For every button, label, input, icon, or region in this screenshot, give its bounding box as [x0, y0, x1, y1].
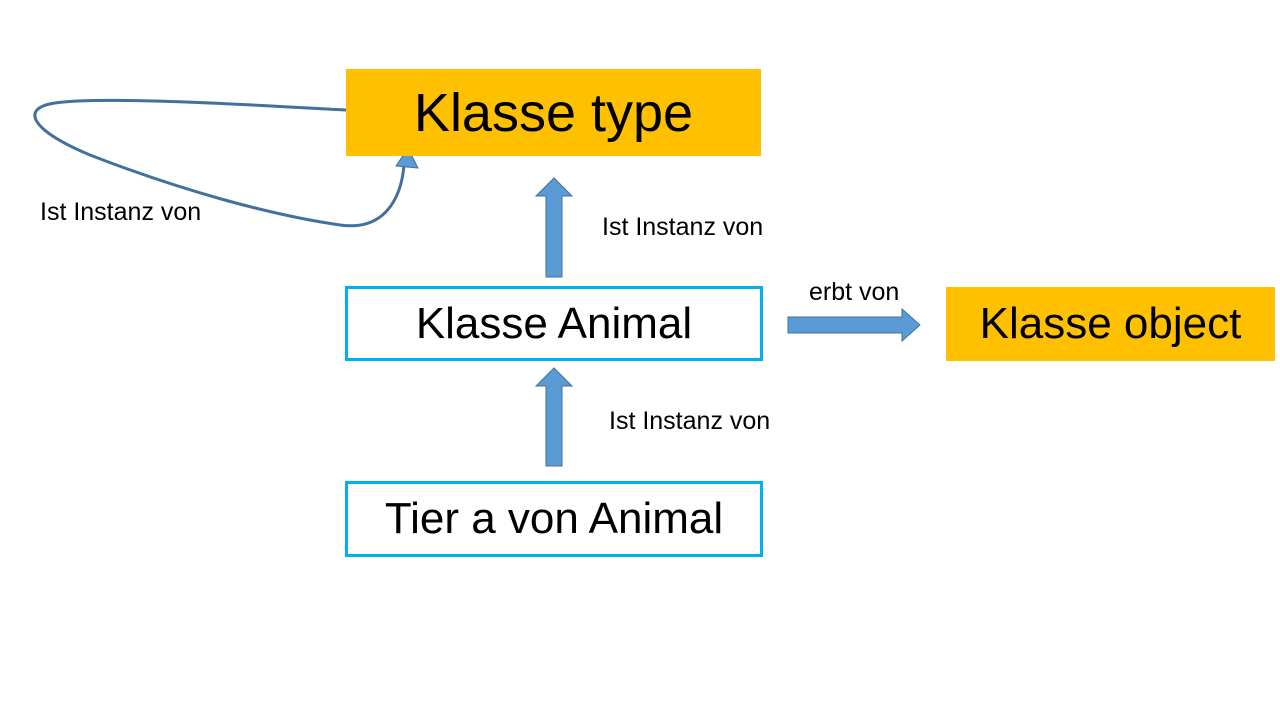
node-klasse-animal-label: Klasse Animal	[415, 298, 693, 348]
node-klasse-object: Klasse object	[946, 287, 1275, 361]
edge-label-instance-to-animal: Ist Instanz von	[609, 407, 771, 435]
node-klasse-object-label: Klasse object	[979, 299, 1242, 348]
arrow-animal-to-type	[534, 177, 574, 278]
edge-label-type-self: Ist Instanz von	[40, 198, 202, 226]
arrow-instance-to-animal	[534, 367, 574, 467]
node-klasse-type: Klasse type	[346, 69, 761, 156]
self-loop-curve	[33, 98, 406, 228]
edge-label-animal-to-type: Ist Instanz von	[602, 213, 764, 241]
node-klasse-animal: Klasse Animal	[345, 286, 763, 361]
arrow-animal-to-object	[787, 307, 921, 343]
self-loop-arrowhead	[395, 147, 419, 169]
node-klasse-type-label: Klasse type	[413, 82, 694, 143]
node-tier-a-label: Tier a von Animal	[384, 494, 724, 543]
node-tier-a: Tier a von Animal	[345, 481, 763, 557]
edge-label-animal-to-object: erbt von	[809, 278, 900, 306]
